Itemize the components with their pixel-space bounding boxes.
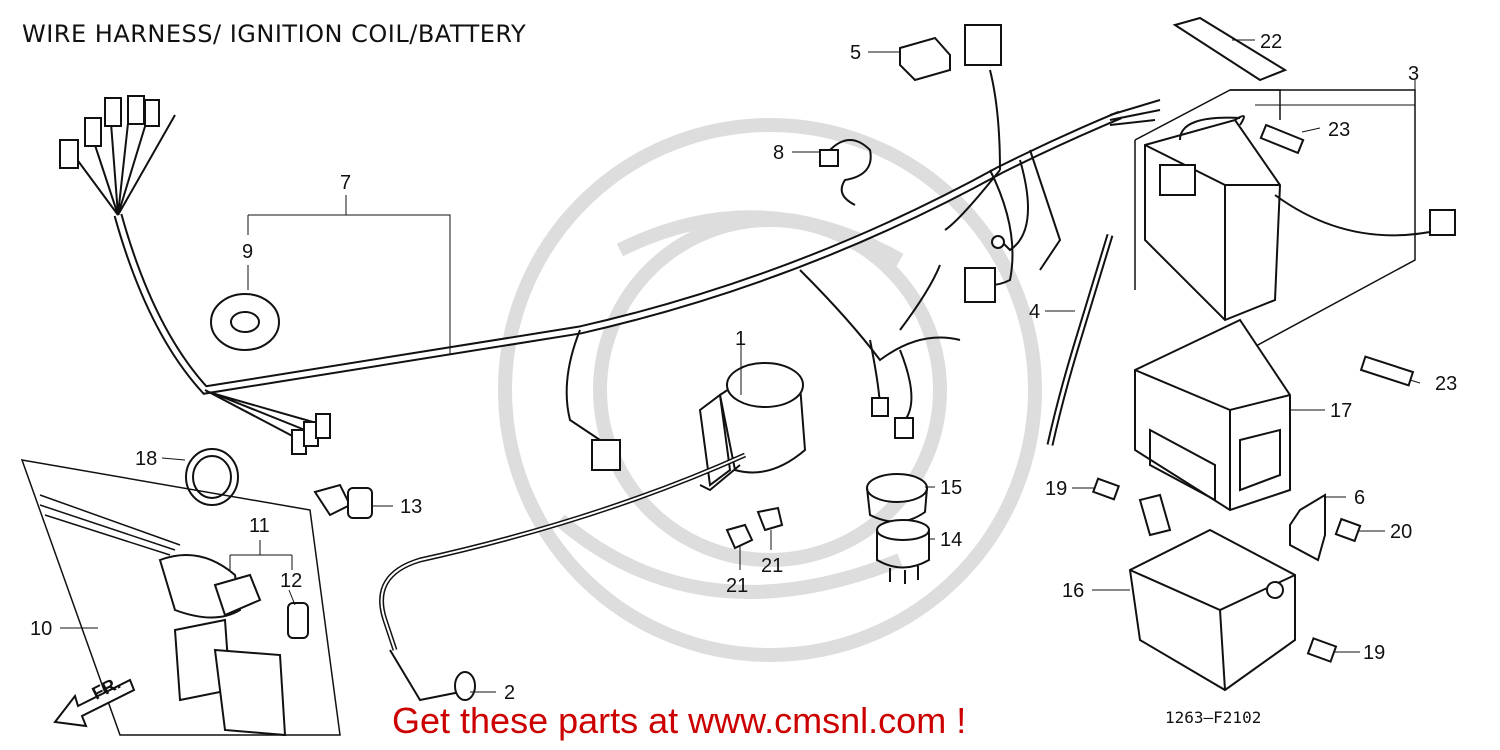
nut-part-21-b bbox=[756, 506, 784, 532]
callout-12: 12 bbox=[280, 570, 302, 592]
leader-lines bbox=[60, 39, 1421, 693]
grommet-part-9 bbox=[210, 293, 280, 351]
footer-link-text[interactable]: Get these parts at www.cmsnl.com ! bbox=[392, 700, 967, 741]
callout-13: 13 bbox=[400, 496, 422, 518]
breather-tube-part-4 bbox=[1046, 233, 1114, 446]
callout-14: 14 bbox=[940, 529, 962, 551]
callout-8: 8 bbox=[773, 142, 784, 164]
callout-5: 5 bbox=[850, 42, 861, 64]
callout-19-upper: 19 bbox=[1045, 478, 1067, 500]
battery-case-part-17 bbox=[1134, 318, 1291, 512]
callout-16: 16 bbox=[1062, 580, 1084, 602]
callout-20: 20 bbox=[1390, 521, 1412, 543]
callout-22: 22 bbox=[1260, 31, 1282, 53]
front-direction-arrow bbox=[53, 678, 136, 728]
diagram-title: WIRE HARNESS/ IGNITION COIL/BATTERY bbox=[22, 20, 527, 48]
battery-part-3 bbox=[1144, 115, 1456, 322]
bolt-part-20 bbox=[1334, 517, 1362, 543]
fuse-part-23 bbox=[1259, 123, 1415, 387]
relay-part-5 bbox=[899, 36, 951, 82]
seal-ring-part-18 bbox=[185, 448, 239, 506]
battery-strap-part-22 bbox=[1172, 16, 1288, 82]
callout-19-lower: 19 bbox=[1363, 642, 1385, 664]
callout-2: 2 bbox=[504, 682, 515, 704]
bolt-part-19-lower bbox=[1306, 637, 1338, 663]
callout-3: 3 bbox=[1408, 63, 1419, 85]
bracket-part-6 bbox=[1289, 493, 1326, 562]
callout-17: 17 bbox=[1330, 400, 1352, 422]
callout-labels: 1 2 3 4 5 6 7 8 9 10 11 12 13 14 15 16 1… bbox=[30, 31, 1457, 704]
ignition-switch-group-part-10 bbox=[20, 459, 341, 737]
callout-21-right: 21 bbox=[761, 555, 783, 577]
clamp-part-8 bbox=[819, 139, 872, 206]
callout-18: 18 bbox=[135, 448, 157, 470]
spark-plug-wire-part-2 bbox=[379, 452, 747, 702]
bolt-part-19-upper bbox=[1091, 477, 1121, 501]
callout-21-left: 21 bbox=[726, 575, 748, 597]
callout-11: 11 bbox=[249, 515, 270, 537]
main-wire-harness bbox=[59, 24, 1161, 471]
nut-part-21-a bbox=[725, 523, 754, 550]
callout-10: 10 bbox=[30, 618, 52, 640]
battery-tray-part-16 bbox=[1128, 493, 1296, 692]
callout-23-lower: 23 bbox=[1435, 373, 1457, 395]
callout-4: 4 bbox=[1029, 301, 1040, 323]
callout-1: 1 bbox=[735, 328, 746, 350]
callout-9: 9 bbox=[242, 241, 253, 263]
flasher-relay-part-14 bbox=[876, 519, 930, 584]
callout-15: 15 bbox=[940, 477, 962, 499]
diagram-code: 1263–F2102 bbox=[1165, 708, 1262, 727]
ignition-coil-part-1 bbox=[698, 362, 807, 492]
key-part-13 bbox=[313, 483, 373, 519]
callout-23-upper: 23 bbox=[1328, 119, 1350, 141]
callout-6: 6 bbox=[1354, 487, 1365, 509]
callout-7: 7 bbox=[340, 172, 351, 194]
